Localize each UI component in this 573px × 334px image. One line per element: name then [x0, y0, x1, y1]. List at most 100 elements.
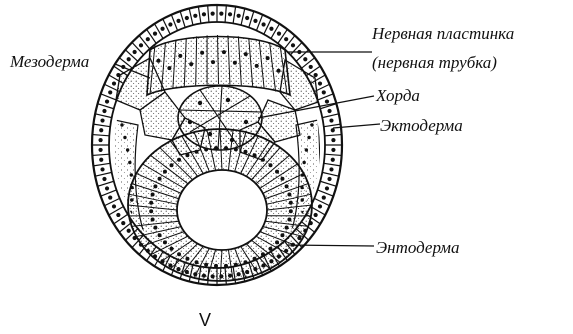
endoderm-cell-nucleus: [158, 233, 162, 237]
endoderm-cell-nucleus: [185, 257, 189, 261]
label-ectoderm: Эктодерма: [380, 116, 463, 135]
endoderm-cell-nucleus: [287, 192, 291, 196]
endoderm-cell-nucleus: [234, 147, 238, 151]
endoderm-cell-nucleus: [149, 209, 153, 213]
endoderm-cell-nucleus: [204, 147, 208, 151]
endoderm-cell-nucleus: [289, 209, 293, 213]
mesoderm-cell-nucleus: [123, 136, 126, 139]
neural-cell-nucleus: [277, 69, 281, 73]
ectoderm-cell-nucleus: [211, 11, 215, 15]
endoderm-cell-nucleus: [149, 201, 153, 205]
ectoderm-cell-nucleus: [329, 118, 333, 122]
ectoderm-cell-nucleus: [303, 57, 307, 61]
ectoderm-cell-nucleus: [116, 213, 120, 217]
neural-cell-nucleus: [266, 56, 270, 60]
ectoderm-cell-nucleus: [329, 167, 333, 171]
ectoderm-cell-nucleus: [331, 138, 335, 142]
neural-cell-nucleus: [189, 62, 193, 66]
ectoderm-cell-nucleus: [146, 37, 150, 41]
ectoderm-cell-nucleus: [105, 99, 109, 103]
ectoderm-cell-nucleus: [327, 177, 331, 181]
neural-cell-nucleus: [211, 60, 215, 64]
ectoderm-cell-nucleus: [331, 158, 335, 162]
ectoderm-cell-nucleus: [253, 19, 257, 23]
endoderm-cell-nucleus: [177, 158, 181, 162]
ectoderm-cell-nucleus: [100, 167, 104, 171]
endoderm-cell-nucleus: [285, 184, 289, 188]
ectoderm-cell-nucleus: [108, 195, 112, 199]
endoderm-cell-nucleus: [170, 163, 174, 167]
ectoderm-cell-nucleus: [245, 16, 249, 20]
label-neural-plate: Нервная пластинка: [371, 24, 514, 43]
neural-cell-nucleus: [178, 54, 182, 58]
neural-cell-nucleus: [167, 66, 171, 70]
gut-cavity: [177, 170, 267, 250]
ectoderm-cell-nucleus: [322, 90, 326, 94]
ectoderm-cell-nucleus: [331, 128, 335, 132]
ectoderm-cell-nucleus: [202, 12, 206, 16]
ectoderm-cell-nucleus: [327, 109, 331, 113]
endoderm-cell-nucleus: [204, 263, 208, 267]
endoderm-cell-nucleus: [253, 257, 257, 261]
ectoderm-cell-nucleus: [261, 22, 265, 26]
ectoderm-cell-nucleus: [284, 37, 288, 41]
ectoderm-cell-nucleus: [277, 32, 281, 36]
mesoderm-cell-nucleus: [126, 148, 129, 151]
ectoderm-cell-nucleus: [102, 109, 106, 113]
ectoderm-cell-nucleus: [121, 221, 125, 225]
ectoderm-cell-nucleus: [322, 195, 326, 199]
endoderm-cell-nucleus: [280, 177, 284, 181]
ectoderm-cell-nucleus: [309, 65, 313, 69]
label-neural-tube: (нервная трубка): [372, 53, 497, 72]
endoderm-cell-nucleus: [275, 240, 279, 244]
ectoderm-cell-nucleus: [228, 12, 232, 16]
mesoderm-cell-nucleus: [130, 173, 133, 176]
ectoderm-cell-nucleus: [314, 213, 318, 217]
endoderm-cell-nucleus: [151, 218, 155, 222]
endoderm-cell-nucleus: [153, 184, 157, 188]
mesoderm-cell-nucleus: [120, 123, 123, 126]
ectoderm-cell-nucleus: [153, 32, 157, 36]
endoderm-cell-nucleus: [243, 150, 247, 154]
neural-cell-nucleus: [244, 52, 248, 56]
mesoderm-cell-nucleus: [302, 161, 305, 164]
ectoderm-cell-nucleus: [133, 50, 137, 54]
figure-number: V: [199, 310, 211, 330]
ectoderm-cell-nucleus: [185, 16, 189, 20]
endoderm-cell-nucleus: [177, 252, 181, 256]
mesoderm-cell-nucleus: [307, 136, 310, 139]
neural-cell-nucleus: [255, 64, 259, 68]
notochord-cell-nucleus: [244, 120, 248, 124]
notochord-cell-nucleus: [198, 101, 202, 105]
ectoderm-cell-nucleus: [318, 204, 322, 208]
endoderm-cell-nucleus: [151, 192, 155, 196]
ectoderm-cell-nucleus: [325, 186, 329, 190]
mesoderm-cell-nucleus: [128, 161, 131, 164]
mesoderm-cell-nucleus: [309, 248, 312, 251]
ectoderm-cell-nucleus: [98, 138, 102, 142]
ectoderm-cell-nucleus: [98, 148, 102, 152]
endoderm-cell-nucleus: [163, 240, 167, 244]
ectoderm-cell-nucleus: [108, 90, 112, 94]
endoderm-layer: [128, 129, 312, 281]
endoderm-cell-nucleus: [195, 150, 199, 154]
endoderm-cell-nucleus: [214, 146, 218, 150]
neural-cell-nucleus: [200, 51, 204, 55]
neural-cell-nucleus: [156, 59, 160, 63]
ectoderm-cell-nucleus: [160, 27, 164, 31]
endoderm-cell-nucleus: [185, 153, 189, 157]
endoderm-cell-nucleus: [234, 263, 238, 267]
ectoderm-cell-nucleus: [127, 57, 131, 61]
endoderm-cell-nucleus: [261, 158, 265, 162]
endoderm-cell-nucleus: [280, 233, 284, 237]
endoderm-cell-nucleus: [158, 177, 162, 181]
ectoderm-cell-nucleus: [102, 177, 106, 181]
endoderm-cell-nucleus: [153, 226, 157, 230]
ectoderm-cell-nucleus: [99, 128, 103, 132]
ectoderm-cell-nucleus: [291, 43, 295, 47]
ectoderm-cell-nucleus: [112, 81, 116, 85]
ectoderm-cell-nucleus: [219, 11, 223, 15]
endoderm-cell-nucleus: [224, 264, 228, 268]
